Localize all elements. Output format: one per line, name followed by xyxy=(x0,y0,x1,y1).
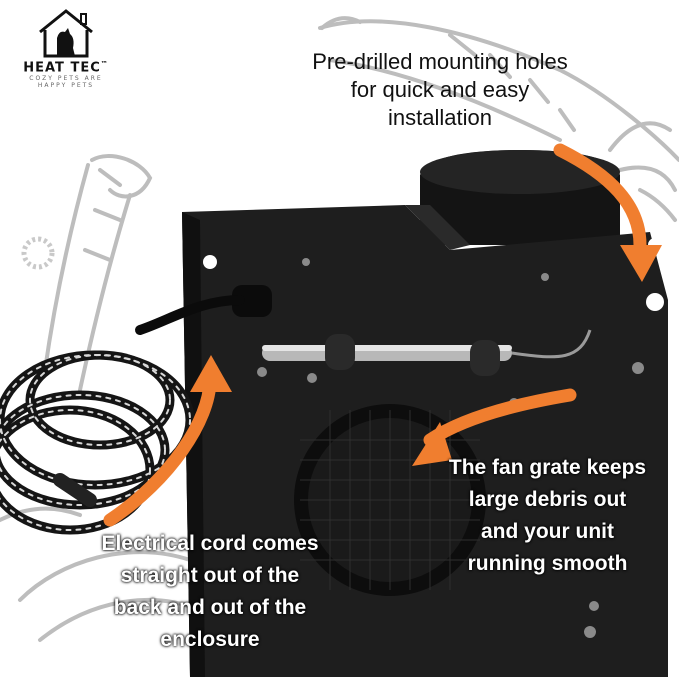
caption-line: for quick and easy xyxy=(350,77,530,102)
caption-line: straight out of the xyxy=(120,564,300,587)
caption-line: enclosure xyxy=(160,628,260,651)
caption-line: The fan grate keeps xyxy=(448,456,647,479)
caption-line: installation xyxy=(388,105,492,130)
caption-line: and your unit xyxy=(481,520,614,543)
caption-fan-grate: The fan grate keeps large debris out and… xyxy=(430,452,665,580)
power-cord xyxy=(0,295,245,535)
caption-line: back and out of the xyxy=(113,596,307,619)
caption-electrical-cord: Electrical cord comes straight out of th… xyxy=(85,528,335,656)
brand-logo: HEAT TEC™ COZY PETS ARE HAPPY PETS xyxy=(6,8,126,89)
caption-mounting-holes: Pre-drilled mounting holes for quick and… xyxy=(285,48,595,132)
brand-tagline-2: HAPPY PETS xyxy=(37,82,95,90)
arrow-head-mounting xyxy=(620,245,662,282)
caption-line: Electrical cord comes xyxy=(101,532,319,555)
brand-tagline-1: COZY PETS ARE xyxy=(29,75,103,83)
caption-line: large debris out xyxy=(468,488,627,511)
caption-line: running smooth xyxy=(467,552,628,575)
arrow-head-fan xyxy=(412,422,452,466)
pompom-sketch xyxy=(21,236,55,270)
carrot-sketch-icon xyxy=(318,16,679,222)
arrow-head-cord xyxy=(190,355,232,392)
caption-line: Pre-drilled mounting holes xyxy=(312,49,568,74)
house-pet-logo-icon xyxy=(39,9,93,58)
brand-name: HEAT TEC™ xyxy=(23,60,109,76)
